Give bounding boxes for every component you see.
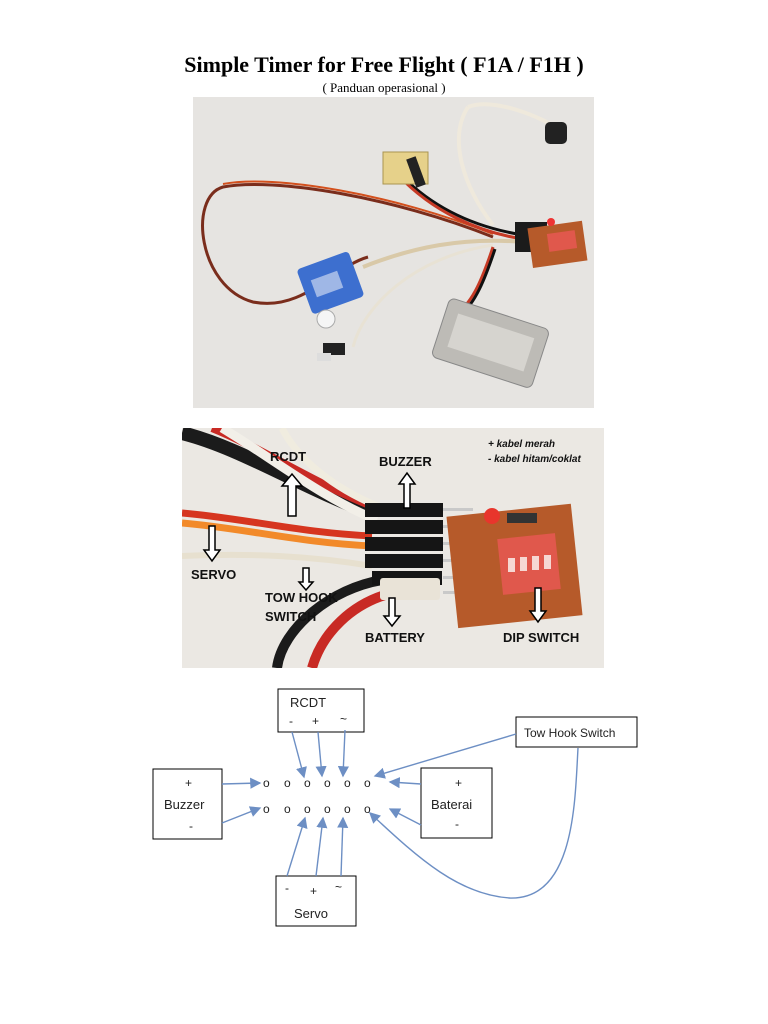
baterai-box xyxy=(420,767,493,839)
page-subtitle: ( Panduan operasional ) xyxy=(322,80,446,95)
pin-r2-6: o xyxy=(364,802,371,816)
pin-r2-3: o xyxy=(304,802,311,816)
servo-title: Servo xyxy=(294,906,328,921)
pin-r1-1: o xyxy=(263,776,270,790)
note-black-cable: - kabel hitam/coklat xyxy=(488,454,581,465)
wiring-diagram: RCDT - + ~ + Buzzer - + Baterai - - + ~ … xyxy=(152,688,638,927)
pin-r2-5: o xyxy=(344,802,351,816)
header-pins: o o o o o o o o o o o o xyxy=(263,776,371,816)
label-rcdt: RCDT xyxy=(270,449,306,464)
rcdt-box xyxy=(277,688,365,733)
rcdt-title: RCDT xyxy=(290,695,326,710)
servo-box xyxy=(275,875,357,927)
pin-r2-1: o xyxy=(263,802,270,816)
baterai-pin-plus: + xyxy=(455,776,462,790)
pin-r1-3: o xyxy=(304,776,311,790)
rcdt-pin-plus: + xyxy=(312,714,319,728)
servo-pin-plus: + xyxy=(310,884,317,898)
page-title: Simple Timer for Free Flight ( F1A / F1H… xyxy=(184,52,584,77)
baterai-title: Baterai xyxy=(431,797,472,812)
pin-r1-2: o xyxy=(284,776,291,790)
timer-components-photo xyxy=(193,97,594,408)
buzzer-pin-minus: - xyxy=(189,819,193,833)
pin-r2-4: o xyxy=(324,802,331,816)
label-dip-switch: DIP SWITCH xyxy=(503,630,579,645)
buzzer-pin-plus: + xyxy=(185,776,192,790)
note-red-cable: + kabel merah xyxy=(488,439,555,450)
tow-hook-box xyxy=(515,716,638,748)
baterai-pin-minus: - xyxy=(455,817,459,831)
label-servo: SERVO xyxy=(191,567,236,582)
label-buzzer: BUZZER xyxy=(379,454,432,469)
annotated-pcb-photo: RCDT BUZZER SERVO TOW HOOK SWITCH BATTER… xyxy=(182,428,604,668)
rcdt-pin-signal: ~ xyxy=(340,712,347,726)
tow-hook-title: Tow Hook Switch xyxy=(524,726,615,740)
pin-r1-5: o xyxy=(344,776,351,790)
pin-r2-2: o xyxy=(284,802,291,816)
buzzer-title: Buzzer xyxy=(164,797,205,812)
buzzer-box xyxy=(152,768,223,840)
rcdt-pin-minus: - xyxy=(289,714,293,728)
pin-r1-4: o xyxy=(324,776,331,790)
label-battery: BATTERY xyxy=(365,630,425,645)
servo-pin-signal: ~ xyxy=(335,880,342,894)
pin-r1-6: o xyxy=(364,776,371,790)
connection-arrows xyxy=(221,729,579,899)
label-tow-hook: TOW HOOK xyxy=(265,590,338,605)
label-tow-hook-switch: SWITCH xyxy=(265,609,316,624)
servo-pin-minus: - xyxy=(285,881,289,895)
